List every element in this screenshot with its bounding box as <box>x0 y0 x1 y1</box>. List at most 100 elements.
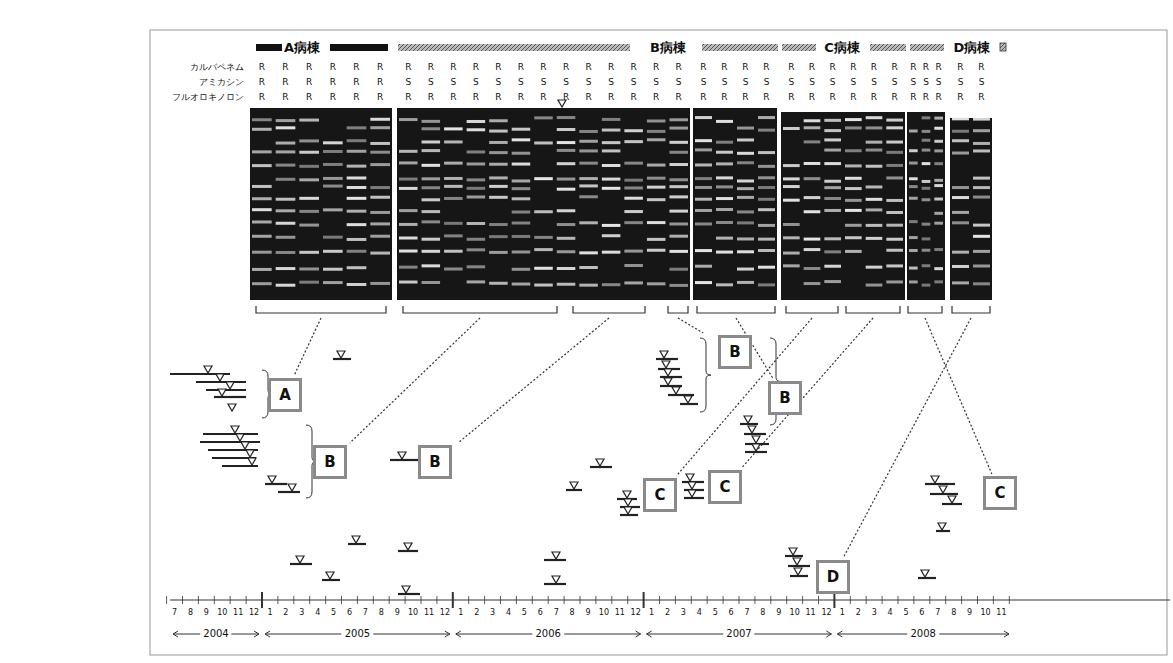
month-label: 9 <box>776 609 781 617</box>
susceptibility-cell: R <box>978 63 984 72</box>
susceptibility-cell: R <box>721 63 727 72</box>
susceptibility-cell: R <box>631 63 637 72</box>
susceptibility-cell: R <box>850 93 856 102</box>
patient-bars <box>170 100 962 594</box>
month-label: 12 <box>249 609 259 617</box>
susceptibility-cell: R <box>518 93 524 102</box>
antibiotic-label: カルバペネム <box>190 63 244 72</box>
antibiotic-label: アミカシン <box>199 78 244 87</box>
susceptibility-cell: R <box>495 63 501 72</box>
frame <box>150 30 1167 655</box>
susceptibility-cell: R <box>377 63 383 72</box>
susceptibility-cell: S <box>496 78 502 87</box>
year-label: 2006 <box>532 629 563 639</box>
month-label: 3 <box>872 609 877 617</box>
susceptibility-cell: R <box>405 93 411 102</box>
susceptibility-cell: S <box>676 78 682 87</box>
susceptibility-cell: R <box>871 93 877 102</box>
susceptibility-cell: R <box>653 93 659 102</box>
month-label: 4 <box>697 609 702 617</box>
susceptibility-cell: R <box>608 63 614 72</box>
month-label: 12 <box>440 609 450 617</box>
susceptibility-cell: R <box>978 93 984 102</box>
susceptibility-cell: R <box>892 63 898 72</box>
month-label: 1 <box>840 609 845 617</box>
group-letter: B <box>324 455 335 470</box>
month-label: 2 <box>856 609 861 617</box>
susceptibility-cell: R <box>450 63 456 72</box>
susceptibility-cell: R <box>450 93 456 102</box>
month-label: 7 <box>935 609 940 617</box>
group-box: B <box>313 445 347 479</box>
group-box: D <box>816 560 850 594</box>
month-label: 5 <box>713 609 718 617</box>
group-letter: B <box>779 391 790 406</box>
susceptibility-cell: S <box>892 78 898 87</box>
month-label: 8 <box>570 609 575 617</box>
susceptibility-cell: R <box>428 63 434 72</box>
susceptibility-cell: S <box>871 78 877 87</box>
susceptibility-cell: S <box>541 78 547 87</box>
susceptibility-cell: R <box>585 93 591 102</box>
susceptibility-cell: S <box>850 78 856 87</box>
susceptibility-cell: S <box>910 78 916 87</box>
susceptibility-cell: R <box>763 93 769 102</box>
susceptibility-cell: S <box>563 78 569 87</box>
month-label: 9 <box>967 609 972 617</box>
month-label: 6 <box>729 609 734 617</box>
susceptibility-cell: R <box>377 93 383 102</box>
susceptibility-cell: R <box>892 93 898 102</box>
pfge-gel <box>250 108 992 300</box>
susceptibility-cell: R <box>306 63 312 72</box>
group-letter: D <box>827 570 839 585</box>
susceptibility-cell: S <box>743 78 749 87</box>
susceptibility-cell: R <box>700 63 706 72</box>
group-letter: B <box>429 455 440 470</box>
susceptibility-cell: R <box>259 63 265 72</box>
year-label: 2007 <box>723 629 754 639</box>
susceptibility-cell: R <box>563 63 569 72</box>
month-label: 3 <box>681 609 686 617</box>
susceptibility-cell: R <box>282 93 288 102</box>
susceptibility-cell: R <box>259 78 265 87</box>
susceptibility-cell: R <box>957 93 963 102</box>
susceptibility-cell: S <box>722 78 728 87</box>
susceptibility-cell: R <box>809 93 815 102</box>
month-label: 4 <box>315 609 320 617</box>
susceptibility-cell: S <box>450 78 456 87</box>
susceptibility-cell: R <box>809 63 815 72</box>
susceptibility-cell: R <box>830 63 836 72</box>
month-label: 1 <box>458 609 463 617</box>
susceptibility-cell: R <box>282 63 288 72</box>
month-label: 2 <box>665 609 670 617</box>
susceptibility-cell: R <box>742 63 748 72</box>
susceptibility-cell: R <box>377 78 383 87</box>
susceptibility-cell: R <box>676 63 682 72</box>
susceptibility-cell: R <box>871 63 877 72</box>
ward-label: D病棟 <box>952 41 993 54</box>
dotted-leaders <box>294 318 992 558</box>
susceptibility-cell: R <box>763 63 769 72</box>
month-label: 10 <box>980 609 990 617</box>
month-label: 6 <box>538 609 543 617</box>
month-label: 5 <box>522 609 527 617</box>
group-box: C <box>643 478 677 512</box>
susceptibility-cell: R <box>788 63 794 72</box>
susceptibility-cell: R <box>563 93 569 102</box>
month-label: 6 <box>347 609 352 617</box>
susceptibility-cell: S <box>788 78 794 87</box>
susceptibility-cell: R <box>631 93 637 102</box>
month-label: 11 <box>233 609 243 617</box>
susceptibility-cell: S <box>608 78 614 87</box>
susceptibility-cell: S <box>958 78 964 87</box>
month-label: 1 <box>649 609 654 617</box>
ward-label: C病棟 <box>822 41 862 54</box>
month-label: 5 <box>331 609 336 617</box>
susceptibility-cell: S <box>923 78 929 87</box>
month-label: 3 <box>299 609 304 617</box>
susceptibility-cell: R <box>653 63 659 72</box>
ward-bars <box>256 43 1006 51</box>
susceptibility-cell: R <box>428 93 434 102</box>
month-label: 2 <box>474 609 479 617</box>
month-label: 8 <box>760 609 765 617</box>
